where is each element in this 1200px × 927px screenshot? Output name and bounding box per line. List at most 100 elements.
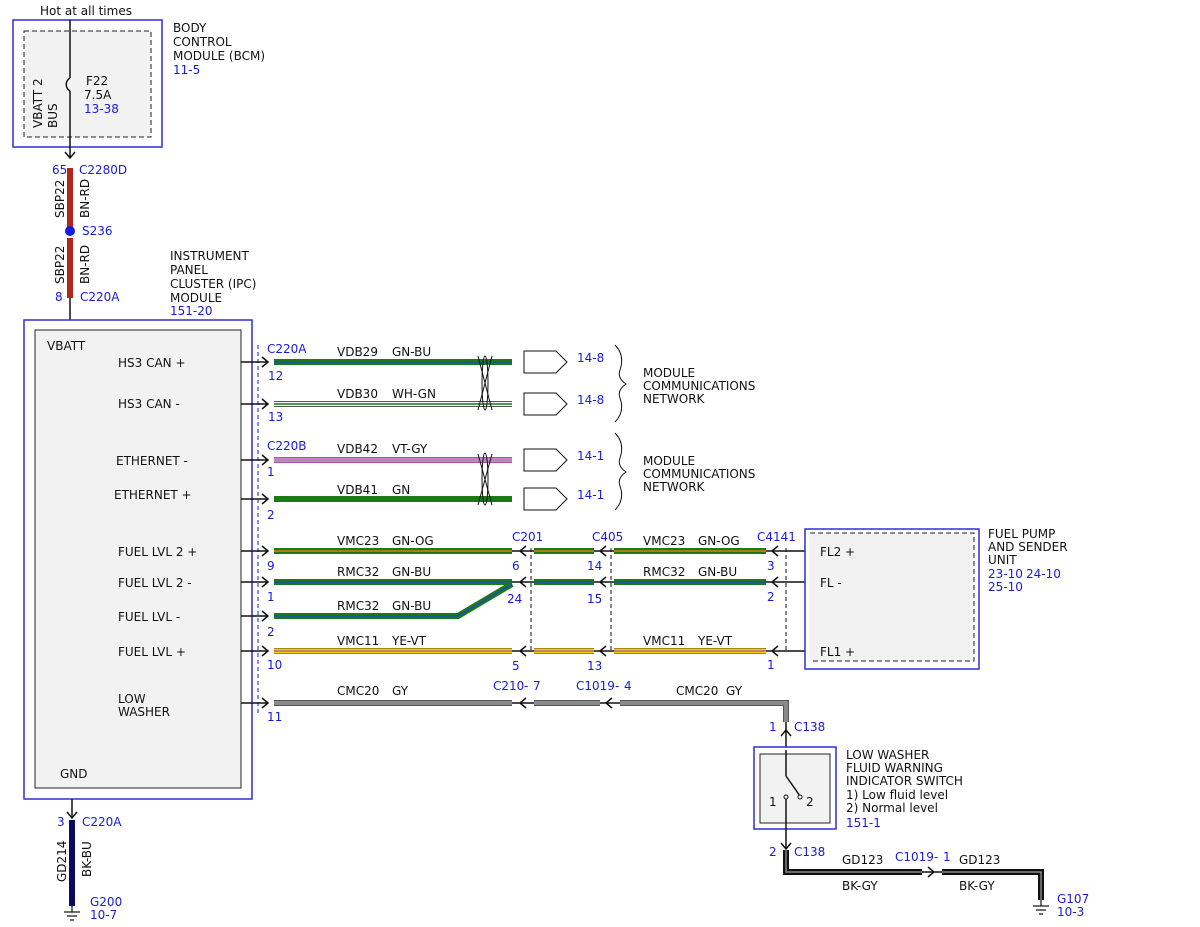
ref-arrow-icon-4 xyxy=(523,487,568,511)
twist-can-loop xyxy=(481,355,489,411)
circuit-gd123-2: GD123 xyxy=(959,853,1000,867)
arrow-icon-can-lo xyxy=(241,398,270,410)
net-label-1-line3: NETWORK xyxy=(643,392,706,406)
twist-eth-loop xyxy=(481,452,489,506)
pin-can-lo: 13 xyxy=(268,410,283,424)
c405-label: C405 xyxy=(592,530,623,544)
c210-label: C210 xyxy=(493,679,524,693)
brace-icon-can xyxy=(614,344,627,423)
pin-flm: 2 xyxy=(267,625,275,639)
bcm-title-3: MODULE (BCM) xyxy=(173,49,265,63)
color-gd123-2: BK-GY xyxy=(959,879,995,893)
ground-icon-g200 xyxy=(64,906,80,921)
c405-arrow-icon-2 xyxy=(594,576,614,588)
color-fl2p-2: GN-OG xyxy=(698,534,740,548)
circuit-washer-1: CMC20 xyxy=(337,684,379,698)
fuel-pin-fl1p: FL1 + xyxy=(820,645,855,659)
circuit-flm: RMC32 xyxy=(337,599,379,613)
c4141-arrow-icon-2 xyxy=(766,576,806,588)
color-eth-hi: GN xyxy=(392,483,410,497)
c201-label: C201 xyxy=(512,530,543,544)
ipc-pin-hs3-can-plus: HS3 CAN + xyxy=(118,356,186,370)
connector-group-lines xyxy=(530,548,787,652)
arrow-icon-fl2m xyxy=(241,576,270,588)
pin-fl2m: 1 xyxy=(267,590,275,604)
c201-pin-flp: 5 xyxy=(512,659,520,673)
arrow-icon-can-hi xyxy=(241,356,270,368)
switch-contact-1-icon xyxy=(783,794,789,800)
fuse-name: F22 xyxy=(86,74,108,88)
c220b-label: C220B xyxy=(267,439,307,453)
ipc-pin-fuel-lvl-2-minus: FUEL LVL 2 - xyxy=(118,576,192,590)
c1019-gnd-label: C1019 xyxy=(895,850,934,864)
net-ref-1: 14-8 xyxy=(577,351,604,365)
ipc-pin-fuel-lvl-minus: FUEL LVL - xyxy=(118,610,180,624)
pin-eth-lo: 1 xyxy=(267,465,275,479)
hot-label: Hot at all times xyxy=(40,4,132,18)
gd214-pin: 3 xyxy=(57,815,65,829)
c220a-gnd-arrow-icon xyxy=(66,811,78,820)
ipc-pin-arrows xyxy=(241,356,270,709)
net-label-1-line2: COMMUNICATIONS xyxy=(643,379,755,393)
gd214-circuit: GD214 xyxy=(55,841,69,882)
pin-washer: 11 xyxy=(267,710,282,724)
switch-title-3: INDICATOR SWITCH xyxy=(846,774,963,788)
color-fl2m-1: GN-BU xyxy=(392,565,431,579)
c4141-pin-fl2p: 3 xyxy=(767,559,775,573)
washer-connector-arrows xyxy=(512,697,792,750)
c201-arrow-icon-2 xyxy=(512,576,534,588)
circuit-washer-2: CMC20 xyxy=(676,684,718,698)
c4141-arrow-icon-3 xyxy=(766,645,806,657)
feed-lower-connector: C220A xyxy=(80,290,120,304)
net-label-1-line1: MODULE xyxy=(643,366,695,380)
circuit-can-lo: VDB30 xyxy=(337,387,378,401)
twist-can-icon xyxy=(477,355,493,411)
ref-arrow-icon-3 xyxy=(523,448,568,472)
color-fl2p-1: GN-OG xyxy=(392,534,434,548)
gd214-color: BK-BU xyxy=(80,841,94,877)
c138-bottom-arrow-icon xyxy=(780,842,792,851)
ipc-ref: 151-20 xyxy=(170,304,213,318)
ground-icon-g107 xyxy=(1033,900,1049,915)
pin-fl2p: 9 xyxy=(267,559,275,573)
arrow-icon-eth-lo xyxy=(241,454,270,466)
color-gd123-1: BK-GY xyxy=(842,879,878,893)
fuel-pin-fl2p: FL2 + xyxy=(820,545,855,559)
feed-color-lower: BN-RD xyxy=(78,245,92,284)
splice-s236-icon xyxy=(65,226,75,236)
g107-label: G107 xyxy=(1057,892,1089,906)
arrow-icon-eth-hi xyxy=(241,493,270,505)
circuit-gd123-1: GD123 xyxy=(842,853,883,867)
bcm-ref: 11-5 xyxy=(173,63,200,77)
ipc-pin-ethernet-minus: ETHERNET - xyxy=(116,454,188,468)
circuit-fl2m-2: RMC32 xyxy=(643,565,685,579)
color-can-lo: WH-GN xyxy=(392,387,436,401)
arrow-icon-fl2p xyxy=(241,545,270,557)
ipc-pin-fuel-lvl-2-plus: FUEL LVL 2 + xyxy=(118,545,197,559)
ipc-title-2: PANEL xyxy=(170,263,208,277)
c405-pin-fl2p: 14 xyxy=(587,559,602,573)
switch-title-2: FLUID WARNING xyxy=(846,761,943,775)
c138-top-pin: 1 xyxy=(769,720,777,734)
fuel-title-1: FUEL PUMP xyxy=(988,527,1055,541)
c1019-gnd-arrow-icon xyxy=(922,866,942,878)
feed-upper-pin: 65 xyxy=(52,163,67,177)
c1019-pin: 4 xyxy=(624,679,632,693)
ipc-title-4: MODULE xyxy=(170,291,222,305)
c138-top-arrow-icon xyxy=(780,722,792,750)
ipc-pin-hs3-can-minus: HS3 CAN - xyxy=(118,397,180,411)
c201-pin-fl2m: 24 xyxy=(507,592,522,606)
color-flm: GN-BU xyxy=(392,599,431,613)
fuse-rating: 7.5A xyxy=(84,88,112,102)
c201-arrow-icon-1 xyxy=(512,545,534,557)
c2280d-arrow-icon xyxy=(64,151,76,160)
g200-label: G200 xyxy=(90,895,122,909)
c1019-dash: - xyxy=(615,679,619,693)
g200-ref: 10-7 xyxy=(90,908,117,922)
ipc-pin-low: LOW xyxy=(118,692,146,706)
pin-can-hi: 12 xyxy=(268,369,283,383)
fuel-title-3: UNIT xyxy=(988,553,1017,567)
ipc-inner xyxy=(34,329,242,789)
c210-dash: - xyxy=(524,679,528,693)
